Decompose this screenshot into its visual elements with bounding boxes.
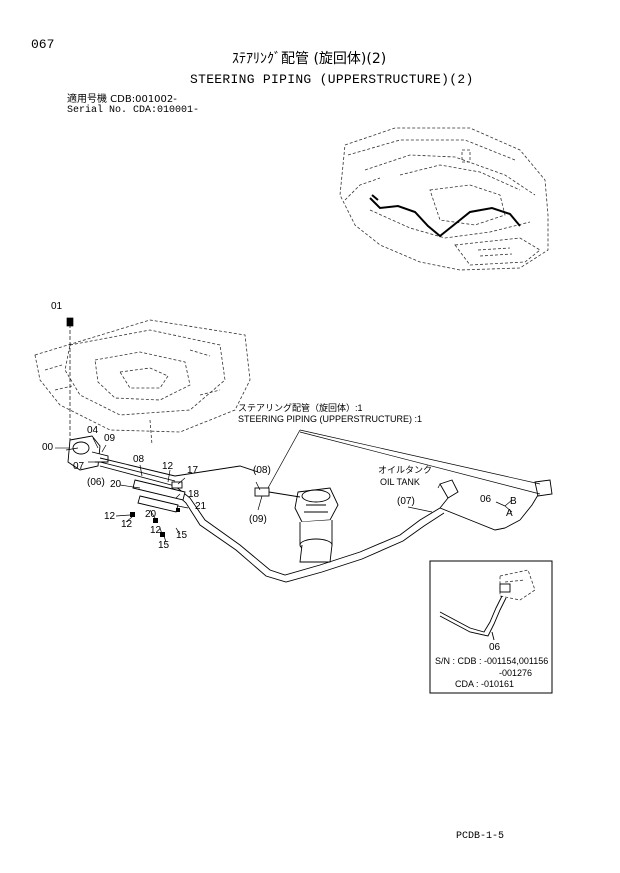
- part-label-20-lower: 20: [145, 509, 157, 520]
- part-label-12-left: 12: [104, 511, 116, 522]
- swing-joint: [294, 487, 339, 563]
- hose-bundle-left: [99, 457, 445, 583]
- callout-leaders: [65, 429, 541, 543]
- fitting-08-09: [254, 487, 301, 498]
- part-label-08-paren: (08): [253, 465, 271, 476]
- inset-serial-line2: -001276: [499, 668, 533, 678]
- footer-page-code: PCDB-1-5: [456, 831, 505, 842]
- part-label-12-mid: 12: [121, 519, 133, 530]
- inset-serial-line1: S/N : CDB : -001154,001156: [435, 656, 549, 666]
- part-label-A: A: [506, 508, 513, 519]
- part-label-00: 00: [42, 442, 54, 453]
- machine-overview-illustration: [339, 127, 549, 271]
- part-label-17: 17: [187, 465, 199, 476]
- page-number: 067: [31, 37, 55, 52]
- inset-box: [429, 560, 553, 694]
- steering-valve: [55, 435, 109, 471]
- part-label-21: 21: [195, 501, 207, 512]
- part-label-07: 07: [73, 461, 85, 472]
- part-label-12-lower: 12: [150, 525, 162, 536]
- part-label-15-left: 15: [158, 540, 170, 551]
- oil-tank-fitting: [439, 479, 459, 509]
- part-label-06-paren: (06): [87, 477, 105, 488]
- clamp-bracket: [132, 479, 186, 513]
- part-label-20-upper: 20: [110, 479, 122, 490]
- inset-serial-line3: CDA : -010161: [455, 679, 515, 689]
- small-bolts: [130, 508, 180, 537]
- overview-highlighted-piping: [369, 194, 521, 238]
- part-label-09-paren: (09): [249, 514, 267, 525]
- part-label-08: 08: [133, 454, 145, 465]
- part-label-04: 04: [87, 425, 99, 436]
- callout-jp: ステアリング配管（旋回体）:1: [238, 403, 363, 413]
- upper-frame-illustration: [34, 319, 251, 446]
- bolt-01-leader: [66, 317, 74, 440]
- part-label-09: 09: [104, 433, 116, 444]
- right-fittings: [439, 479, 553, 531]
- inset-part-label-06: 06: [489, 642, 501, 653]
- part-label-B: B: [510, 496, 517, 507]
- applicability-serial: Serial No. CDA:010001-: [67, 105, 200, 116]
- title-english: STEERING PIPING (UPPERSTRUCTURE)(2): [190, 72, 474, 87]
- part-label-01: 01: [51, 301, 63, 312]
- oil-tank-label-jp: オイルタンク: [378, 465, 433, 475]
- part-label-12-upper: 12: [162, 461, 174, 472]
- part-label-07-paren: (07): [397, 496, 415, 507]
- part-label-15-right: 15: [176, 530, 188, 541]
- part-label-18: 18: [188, 489, 200, 500]
- title-japanese: ｽﾃｱﾘﾝｸﾞ配管 (旋回体)(2): [232, 51, 387, 67]
- oil-tank-label-en: OIL TANK: [380, 477, 420, 487]
- part-label-06: 06: [480, 494, 492, 505]
- callout-en: STEERING PIPING (UPPERSTRUCTURE) :1: [238, 414, 423, 424]
- applicability-japanese: 適用号機 CDB:001002-: [67, 94, 177, 105]
